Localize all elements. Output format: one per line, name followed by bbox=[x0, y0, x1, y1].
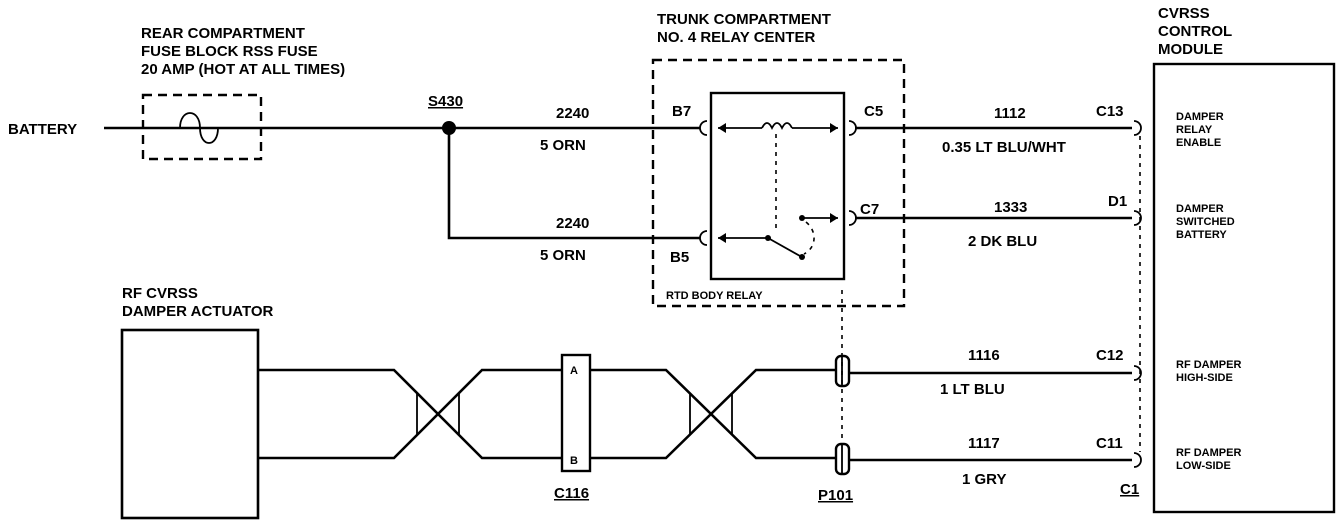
switch-blade bbox=[767, 237, 801, 257]
wire-b7-spec: 5 ORN bbox=[540, 137, 586, 154]
pin-high-side-line2: HIGH-SIDE bbox=[1176, 372, 1233, 384]
pin-relay-enable-line1: DAMPER bbox=[1176, 111, 1224, 123]
wire-d1-spec: 2 DK BLU bbox=[968, 233, 1037, 250]
socket-b7-icon bbox=[699, 120, 708, 136]
socket-c11-icon bbox=[1133, 452, 1142, 468]
wire-b7-circuit: 2240 bbox=[556, 105, 589, 122]
fuse-block-label-line1: REAR COMPARTMENT bbox=[141, 25, 305, 42]
pin-high-side-line1: RF DAMPER bbox=[1176, 359, 1241, 371]
twist-wire-2 bbox=[258, 368, 562, 460]
wire-c11-spec: 1 GRY bbox=[962, 471, 1006, 488]
pin-relay-enable-line3: ENABLE bbox=[1176, 137, 1221, 149]
wire-b5-spec: 5 ORN bbox=[540, 247, 586, 264]
connector-c11: C11 bbox=[1096, 435, 1123, 452]
pin-low-side-line1: RF DAMPER bbox=[1176, 447, 1241, 459]
fuse-block-label-line2: FUSE BLOCK RSS FUSE bbox=[141, 43, 318, 60]
switch-travel bbox=[803, 221, 815, 255]
control-module-box bbox=[1152, 62, 1336, 514]
relay-name: RTD BODY RELAY bbox=[666, 290, 763, 302]
actuator-box bbox=[120, 328, 260, 520]
arrow-c7-icon bbox=[830, 213, 838, 223]
switch-nc-contact bbox=[799, 254, 805, 260]
connector-c13: C13 bbox=[1096, 103, 1124, 120]
actuator-label-line2: DAMPER ACTUATOR bbox=[122, 303, 274, 320]
connector-c12: C12 bbox=[1096, 347, 1124, 364]
wire-c12-spec: 1 LT BLU bbox=[940, 381, 1005, 398]
arrow-b5-icon bbox=[718, 233, 726, 243]
twist-wire-4 bbox=[590, 368, 836, 460]
relay-center-label-line2: NO. 4 RELAY CENTER bbox=[657, 29, 816, 46]
connector-p101-label: P101 bbox=[818, 487, 853, 504]
actuator-label-line1: RF CVRSS bbox=[122, 285, 198, 302]
module-label-line1: CVRSS bbox=[1158, 5, 1210, 22]
battery-label: BATTERY bbox=[8, 121, 77, 138]
wire-c13-spec: 0.35 LT BLU/WHT bbox=[942, 139, 1066, 156]
pin-switched-battery-line3: BATTERY bbox=[1176, 229, 1227, 241]
connector-c116-pin-b: B bbox=[570, 455, 578, 467]
arrow-c5-icon bbox=[830, 123, 838, 133]
socket-c5-icon bbox=[848, 120, 857, 136]
connector-b7: B7 bbox=[672, 103, 691, 120]
wire-b5-circuit: 2240 bbox=[556, 215, 589, 232]
module-label-line2: CONTROL bbox=[1158, 23, 1232, 40]
relay-box bbox=[709, 91, 846, 281]
pin-switched-battery-line1: DAMPER bbox=[1176, 203, 1224, 215]
coil-icon bbox=[761, 122, 793, 131]
connector-c7: C7 bbox=[860, 201, 879, 218]
connector-c1: C1 bbox=[1120, 481, 1139, 498]
fuse-icon bbox=[179, 112, 219, 144]
pin-low-side-line2: LOW-SIDE bbox=[1176, 460, 1231, 472]
pin-switched-battery-line2: SWITCHED bbox=[1176, 216, 1235, 228]
socket-c7-icon bbox=[848, 210, 857, 226]
twist-wire-1 bbox=[258, 368, 562, 460]
wire-2240-b5 bbox=[447, 128, 700, 240]
connector-d1: D1 bbox=[1108, 193, 1127, 210]
socket-c12-icon bbox=[1133, 365, 1142, 381]
pin-relay-enable-line2: RELAY bbox=[1176, 124, 1213, 136]
socket-d1-icon bbox=[1133, 210, 1142, 226]
relay-center-label-line1: TRUNK COMPARTMENT bbox=[657, 11, 831, 28]
socket-c13-icon bbox=[1133, 120, 1142, 136]
wire-c12-circuit: 1116 bbox=[968, 347, 1000, 364]
connector-b5: B5 bbox=[670, 249, 689, 266]
connector-c5: C5 bbox=[864, 103, 883, 120]
socket-b5-icon bbox=[699, 230, 708, 246]
wire-d1-circuit: 1333 bbox=[994, 199, 1027, 216]
module-label-line3: MODULE bbox=[1158, 41, 1223, 58]
fuse-block-label-line3: 20 AMP (HOT AT ALL TIMES) bbox=[141, 61, 345, 78]
relay-center-outline bbox=[651, 58, 906, 308]
connector-c116-label: C116 bbox=[554, 485, 589, 502]
arrow-b7-icon bbox=[718, 123, 726, 133]
fuse-block-outline bbox=[141, 93, 263, 161]
wire-c11-circuit: 1117 bbox=[968, 435, 1000, 452]
connector-c116-pin-a: A bbox=[570, 365, 578, 377]
splice-label: S430 bbox=[428, 93, 463, 110]
connector-c116 bbox=[560, 353, 592, 473]
wire-c13-circuit: 1112 bbox=[994, 105, 1026, 122]
twist-wire-3 bbox=[590, 368, 836, 460]
